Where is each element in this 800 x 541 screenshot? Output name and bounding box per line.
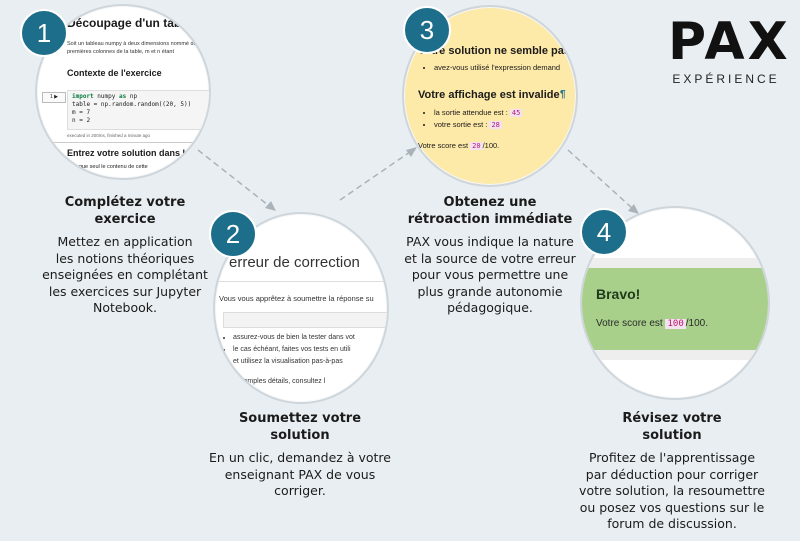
step-3-desc-line: et la source de votre erreur — [404, 250, 576, 266]
exec-note: executed in 200ms, finished a minute ago — [67, 133, 151, 138]
score-label: Votre score est — [596, 318, 663, 329]
logo-sub: EXPÉRIENCE — [672, 72, 780, 86]
run-cell-button[interactable]: 1 ▶ — [42, 92, 66, 103]
step-4-desc-line: par déduction pour corriger — [585, 466, 759, 482]
submit-dialog-title: erreur de correction — [229, 254, 360, 271]
step-1-caption: Complétez votre exercice Mettez en appli… — [25, 194, 225, 317]
step-3-badge: 3 — [403, 6, 451, 54]
checklist-item: et utilisez la visualisation pas-à-pas — [233, 356, 355, 368]
notebook-intro: Soit un tableau numpy à deux dimensions … — [67, 41, 200, 55]
step-2-caption: Soumettez votre solution En un clic, dem… — [200, 410, 400, 500]
expected-label: la sortie attendue est : — [434, 108, 508, 117]
notebook-section-2: Entrez votre solution dans l — [67, 148, 186, 158]
step-2-title-line: solution — [270, 428, 330, 443]
step-3-description: PAX vous indique la nature et la source … — [390, 234, 590, 317]
code-cell[interactable]: import numpy as np table = np.random.ran… — [67, 90, 209, 130]
dialog-divider — [215, 281, 387, 282]
feedback-title-2: Votre affichage est invalide — [418, 89, 560, 101]
arrowhead-1-to-2 — [265, 201, 276, 211]
step-1-desc-line: Notebook. — [92, 300, 158, 315]
panel-top-border — [582, 258, 768, 268]
step-2-desc-line: En un clic, demandez à votre — [209, 450, 391, 465]
step-3-title-line: Obtenez une — [443, 195, 537, 210]
submit-input-box[interactable] — [223, 312, 387, 328]
step-1-desc-line: les notions théoriques — [55, 250, 195, 266]
arrow-1-to-2 — [197, 149, 269, 206]
step-4-title-line: Révisez votre — [622, 411, 722, 426]
arrowhead-2-to-3 — [406, 147, 417, 157]
submit-dialog-intro: Vous vous apprêtez à soumettre la répons… — [219, 294, 374, 303]
code-line-1: import numpy as np — [72, 93, 138, 100]
arrowhead-3-to-4 — [628, 204, 639, 214]
checklist-item: assurez-vous de bien la tester dans vot — [233, 332, 355, 344]
feedback-item: avez-vous utilisé l'expression demand — [434, 62, 560, 74]
your-value: 28 — [489, 121, 502, 129]
step-4-desc-line: votre solution, la resoumettre — [579, 483, 765, 498]
score-max: /100. — [482, 141, 500, 150]
step-3-desc-line: pédagogique. — [447, 300, 533, 315]
your-output: votre sortie est : 28 — [434, 119, 522, 131]
step-3-desc-line: pour vous permettre une — [411, 267, 569, 282]
step-1-description: Mettez en application les notions théori… — [25, 234, 225, 317]
step-1-desc-line: les exercices sur Jupyter — [48, 283, 202, 299]
expected-output: la sortie attendue est : 45 — [434, 107, 523, 119]
step-4-badge: 4 — [580, 208, 628, 256]
success-title: Bravo! — [596, 286, 641, 302]
notebook-note: bien que seul le contenu de cette — [67, 164, 148, 170]
divider — [37, 142, 209, 143]
feedback-score: Votre score est 20/100. — [418, 141, 499, 150]
notebook-title: Découpage d'un tablea — [67, 16, 198, 30]
submit-dialog-footer: de plus amples détails, consultez l — [219, 378, 326, 385]
feedback-list-2: la sortie attendue est : 45 votre sortie… — [418, 107, 523, 131]
step-3-caption: Obtenez une rétroaction immédiate PAX vo… — [390, 194, 590, 317]
logo-main: PAX — [668, 12, 791, 72]
pax-logo: PAX EXPÉRIENCE — [668, 12, 791, 86]
submit-checklist: assurez-vous de bien la tester dans vot … — [219, 332, 355, 368]
step-4-caption: Révisez votre solution Profitez de l'app… — [567, 410, 777, 533]
step-3-desc-line: PAX vous indique la nature — [406, 234, 574, 249]
step-2-description: En un clic, demandez à votre enseignant … — [200, 450, 400, 500]
expected-value: 45 — [509, 109, 523, 117]
step-2-desc-line: corriger. — [274, 483, 326, 498]
feedback-list-1: avez-vous utilisé l'expression demand — [418, 62, 560, 74]
score-label: Votre score est — [418, 141, 469, 150]
step-2-desc-line: enseignant PAX de vous — [224, 466, 376, 482]
step-1-title: Complétez votre exercice — [25, 194, 225, 228]
code-line-3: m = 7 — [72, 109, 91, 116]
step-2-badge: 2 — [209, 210, 257, 258]
notebook-section: Contexte de l'exercice — [67, 68, 162, 78]
step-1-desc-line: Mettez en application — [57, 234, 193, 249]
step-4-description: Profitez de l'apprentissage par déductio… — [567, 450, 777, 533]
step-1-badge: 1 — [20, 9, 68, 57]
code-line-4: n = 2 — [72, 117, 91, 124]
step-1-title-line: Complétez votre — [64, 195, 186, 210]
step-3-title-line: rétroaction immédiate — [407, 212, 573, 227]
pilcrow-icon: ¶ — [560, 89, 566, 100]
score-value: 20 — [470, 142, 483, 150]
code-line-2: table = np.random.random((20, 5)) — [72, 101, 192, 108]
step-3-desc-line: plus grande autonomie — [417, 283, 563, 299]
success-panel — [582, 268, 768, 350]
score-max: /100. — [685, 318, 708, 329]
yours-label: votre sortie est : — [434, 120, 488, 129]
arrow-3-to-4 — [567, 149, 633, 209]
success-score: Votre score est 100/100. — [596, 318, 708, 329]
step-2-title-line: Soumettez votre — [238, 411, 362, 426]
arrow-2-to-3 — [339, 151, 411, 201]
step-4-desc-line: forum de discussion. — [607, 516, 737, 531]
step-2-title: Soumettez votre solution — [200, 410, 400, 444]
feedback-title-1: Votre solution ne semble pas — [418, 45, 570, 57]
panel-bottom-border — [582, 350, 768, 360]
step-1-desc-line: enseignées en complétant — [42, 267, 208, 282]
step-4-title-line: solution — [642, 428, 702, 443]
step-3-title: Obtenez une rétroaction immédiate — [390, 194, 590, 228]
step-4-desc-line: Profitez de l'apprentissage — [588, 450, 756, 465]
step-1-title-line: exercice — [94, 212, 156, 227]
step-4-title: Révisez votre solution — [567, 410, 777, 444]
step-4-desc-line: ou posez vos questions sur le — [579, 499, 765, 515]
checklist-item: le cas échéant, faites vos tests en util… — [233, 344, 355, 356]
score-value: 100 — [665, 319, 686, 329]
